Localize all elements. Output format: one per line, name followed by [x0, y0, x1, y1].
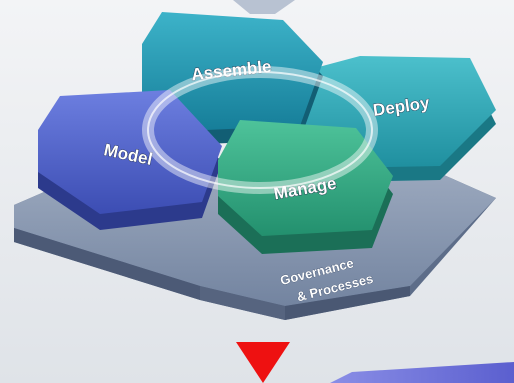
top-connector: [233, 0, 295, 14]
hexagon-manage-face: [218, 120, 393, 236]
hexagon-model[interactable]: Model: [38, 90, 222, 230]
hexagon-manage[interactable]: Manage: [218, 120, 393, 254]
footer-bar: [330, 362, 514, 383]
hexagon-assemble-face: [142, 12, 323, 130]
lifecycle-ring: [142, 66, 378, 194]
down-arrow-icon: [236, 342, 290, 383]
hexagon-model-face: [38, 90, 222, 214]
